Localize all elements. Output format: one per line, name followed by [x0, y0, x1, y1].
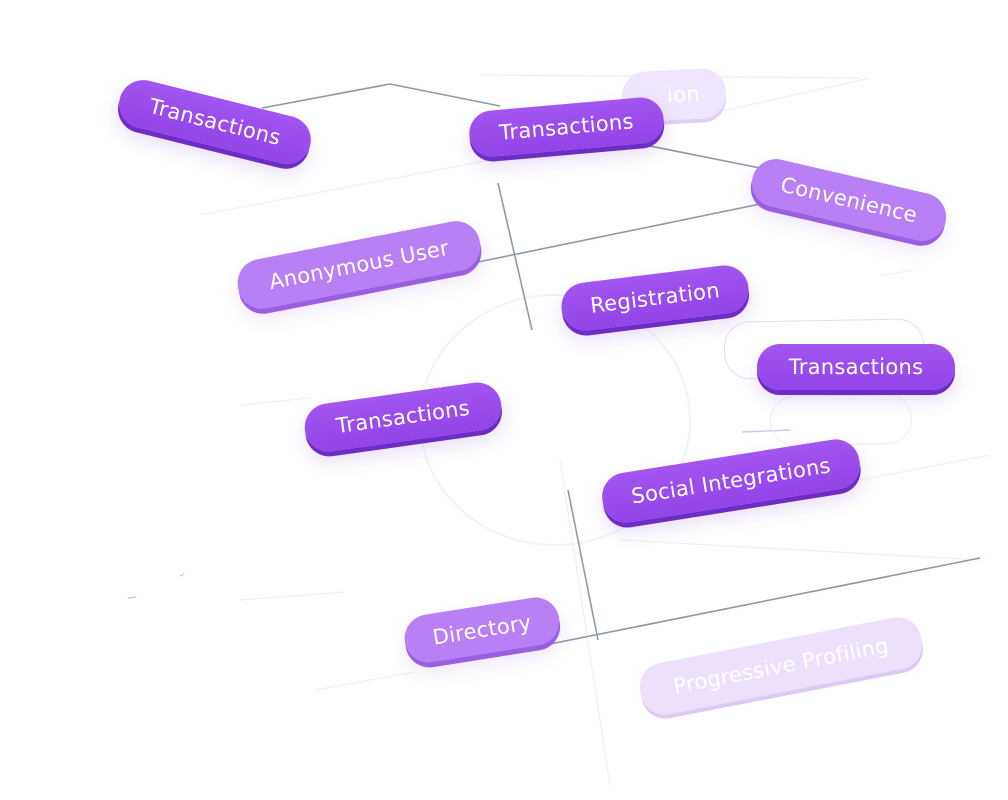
- diagram-node[interactable]: Transactions: [757, 344, 955, 390]
- node-label: Directory: [430, 610, 534, 650]
- node-label: Transactions: [788, 355, 924, 379]
- node-label: ion: [666, 81, 701, 108]
- node-label: Transactions: [334, 395, 472, 439]
- node-label: Registration: [588, 278, 722, 318]
- edges: [261, 83, 981, 649]
- ghost-node-outline: [769, 393, 913, 447]
- accent-strokes: [127, 429, 791, 599]
- node-label: Transactions: [498, 109, 635, 145]
